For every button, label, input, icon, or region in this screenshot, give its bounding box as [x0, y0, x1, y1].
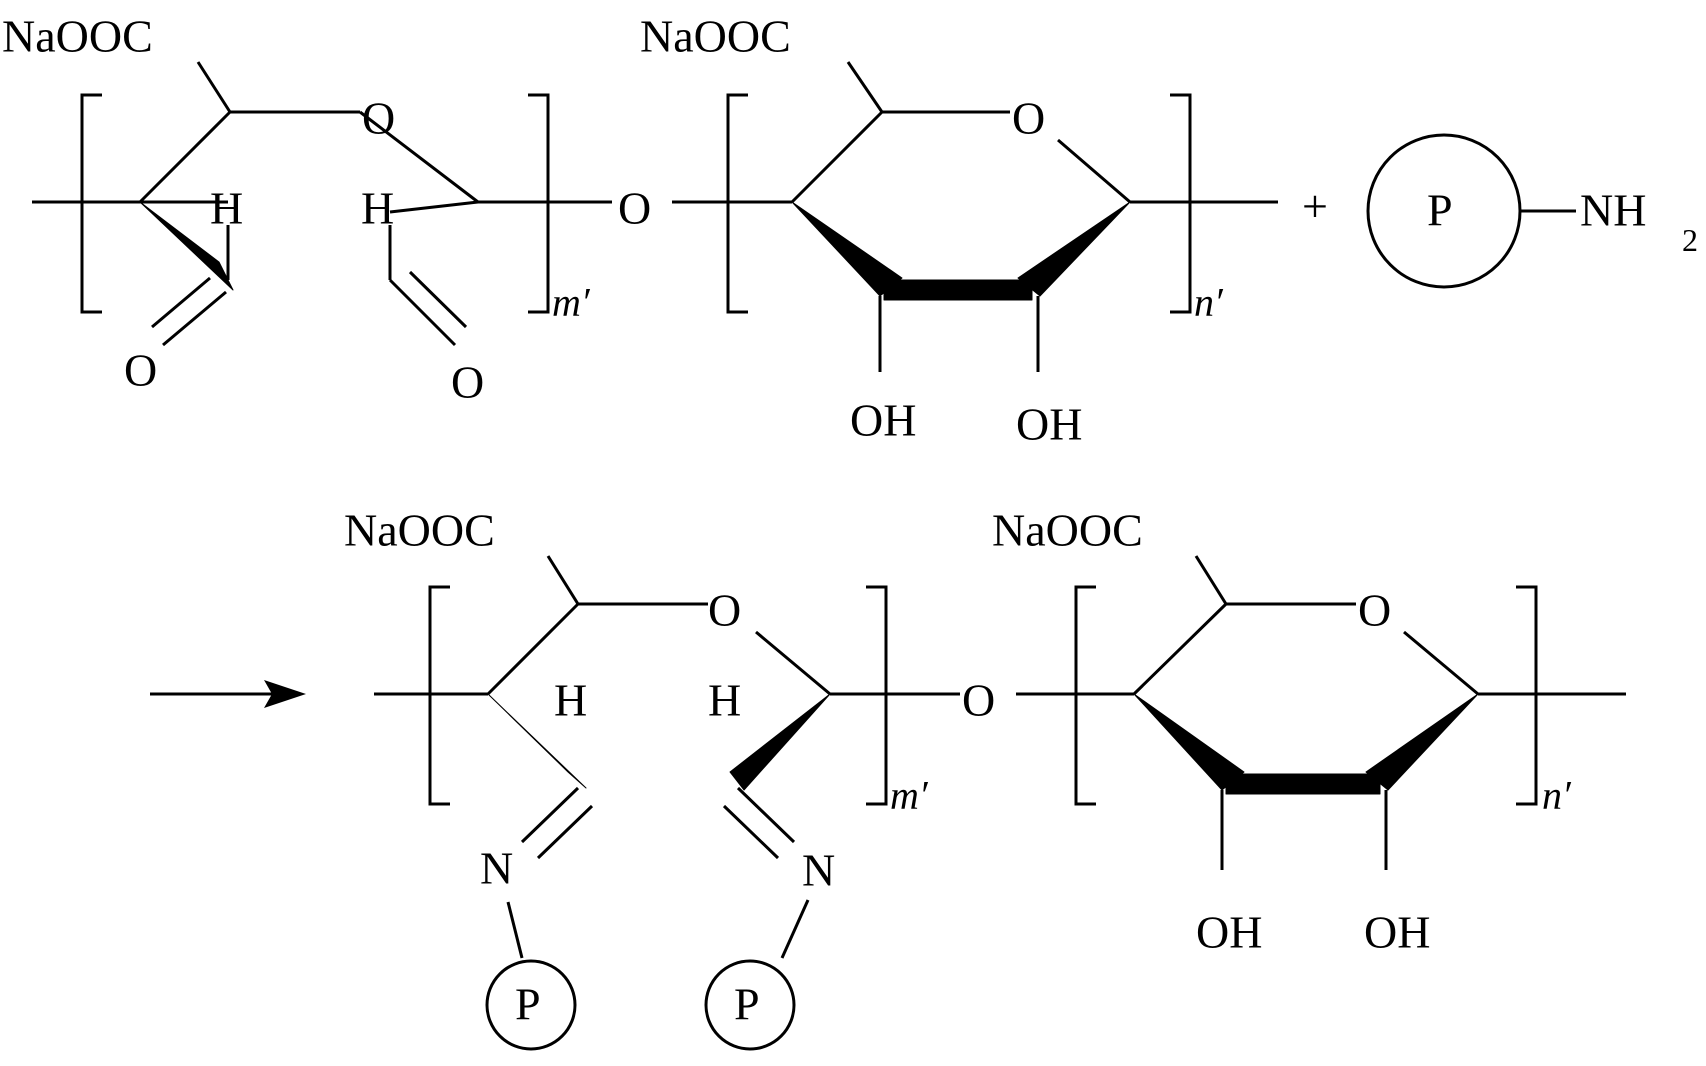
- product-hydrogen-left: H: [554, 675, 587, 726]
- polymer-label-reactant: P: [1427, 185, 1453, 236]
- reactant-ring-oxygen-1: O: [362, 93, 395, 144]
- product-nitrogen-right: N: [802, 845, 835, 896]
- reaction-arrow: [150, 680, 306, 708]
- reactant-ring-oxygen-2: O: [1012, 93, 1045, 144]
- product-repeat-m: m′: [890, 773, 929, 818]
- product-schiff-base-unit: NaOOC O H H N N P P m′: [344, 505, 960, 1051]
- product-hydroxyl-left: OH: [1196, 907, 1262, 958]
- product-carboxymethyl-ring-unit: NaOOC O OH OH n′: [992, 505, 1626, 958]
- reactant-aldehyde-oxygen-left: O: [124, 345, 157, 396]
- reactant-dialdehyde-unit: NaOOC O H H O O m′: [2, 11, 612, 408]
- reactant-bridging-oxygen: O: [618, 183, 651, 234]
- product-ring-oxygen-2: O: [1358, 585, 1391, 636]
- reactant-carboxylate-label-1: NaOOC: [2, 11, 153, 62]
- reactant-hydroxyl-right: OH: [1016, 399, 1082, 450]
- amine-functional-polymer: P NH 2: [1366, 133, 1698, 289]
- product-bridging-oxygen: O: [962, 675, 995, 726]
- reactant-hydrogen-left: H: [210, 183, 243, 234]
- product-hydrogen-right: H: [708, 675, 741, 726]
- product-carboxylate-label-2: NaOOC: [992, 505, 1143, 556]
- product-hydroxyl-right: OH: [1364, 907, 1430, 958]
- reactant-hydroxyl-left: OH: [850, 395, 916, 446]
- reactant-aldehyde-oxygen-right: O: [451, 357, 484, 408]
- reactant-carboxymethyl-ring-unit: NaOOC O OH OH n′: [640, 11, 1278, 450]
- reactant-repeat-m: m′: [552, 280, 591, 325]
- product-carboxylate-label-1: NaOOC: [344, 505, 495, 556]
- product-nitrogen-left: N: [480, 843, 513, 894]
- product-repeat-n: n′: [1542, 773, 1572, 818]
- plus-sign: +: [1302, 181, 1328, 232]
- amine-subscript: 2: [1682, 222, 1698, 258]
- amine-group-label: NH: [1580, 185, 1646, 236]
- reactant-hydrogen-right: H: [361, 183, 394, 234]
- product-ring-oxygen-1: O: [708, 585, 741, 636]
- polymer-label-product-right: P: [734, 979, 760, 1030]
- reactant-repeat-n: n′: [1194, 280, 1224, 325]
- polymer-label-product-left: P: [515, 979, 541, 1030]
- reactant-carboxylate-label-2: NaOOC: [640, 11, 791, 62]
